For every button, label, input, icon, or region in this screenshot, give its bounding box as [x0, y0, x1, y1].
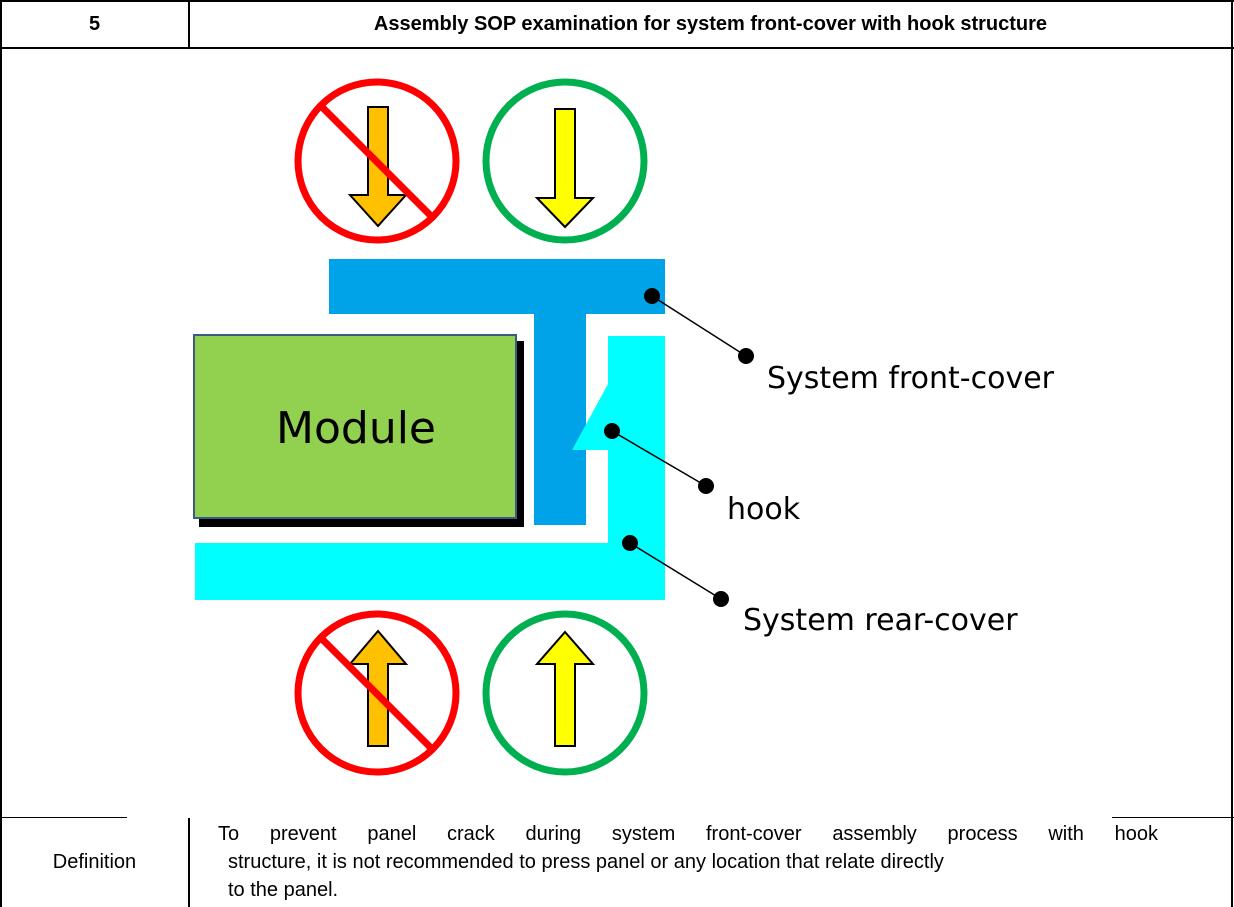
prohibited-press-up-icon [294, 610, 460, 776]
module-block: Module [193, 334, 524, 527]
rear-cover-callout: System rear-cover [622, 535, 1018, 638]
definition-line-2: structure, it is not recommended to pres… [228, 851, 944, 873]
definition-top-rule-right [1112, 817, 1234, 818]
definition-text: To prevent panel crack during system fro… [218, 820, 1178, 904]
header-divider [188, 0, 190, 48]
hook-label: hook [727, 492, 801, 527]
definition-line-3: to the panel. [228, 879, 339, 901]
hook-callout: hook [604, 423, 801, 527]
border-right [1231, 0, 1233, 907]
front-cover-callout: System front-cover [644, 288, 1055, 396]
definition-line-1: To prevent panel crack during system fro… [218, 823, 1158, 845]
system-rear-cover [195, 336, 665, 600]
allowed-press-down-icon [482, 78, 648, 244]
definition-divider [188, 818, 190, 907]
system-front-cover [329, 259, 665, 525]
assembly-diagram: Module System front-cover hook [1, 48, 1231, 818]
section-number: 5 [88, 12, 101, 35]
section-title: Assembly SOP examination for system fron… [373, 12, 1048, 35]
front-cover-label: System front-cover [767, 361, 1055, 396]
header-bottom-rule [0, 47, 1234, 49]
module-label: Module [276, 403, 436, 454]
prohibited-press-down-icon [294, 78, 460, 244]
hook [572, 384, 608, 450]
rear-cover-label: System rear-cover [743, 603, 1018, 638]
definition-label: Definition [52, 851, 137, 873]
definition-top-rule [0, 817, 127, 818]
border-left [0, 0, 2, 907]
allowed-press-up-icon [482, 610, 648, 776]
border-top [0, 0, 1234, 2]
